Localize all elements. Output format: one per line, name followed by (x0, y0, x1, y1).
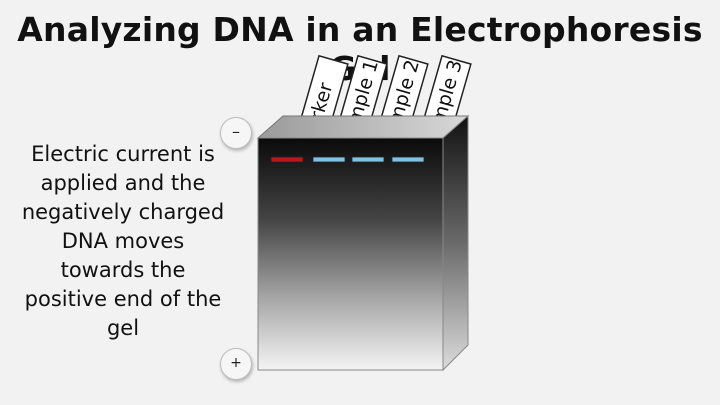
well-marker (271, 157, 303, 162)
well-sample-2 (352, 157, 384, 162)
gel-side-face (443, 116, 468, 370)
well-sample-3 (392, 157, 424, 162)
gel-front-face (258, 138, 443, 370)
well-sample-1 (313, 157, 345, 162)
gel-top-face (258, 116, 468, 138)
